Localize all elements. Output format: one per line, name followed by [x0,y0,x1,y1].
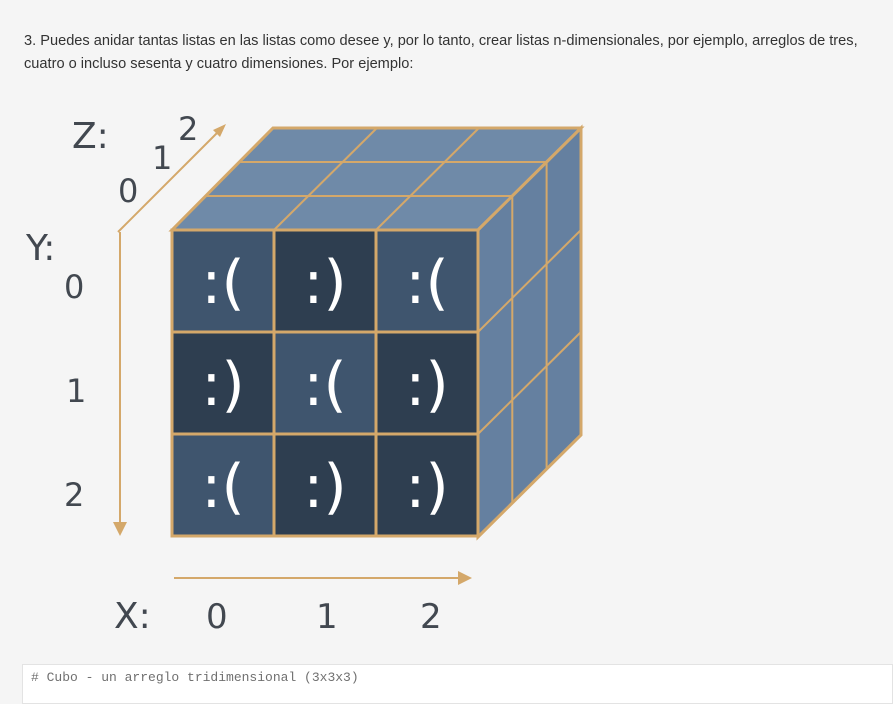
cell-face-text: :( [405,248,449,318]
cell-face-text: :( [201,452,245,522]
z-tick-2: 2 [178,110,198,148]
z-tick-0: 0 [118,172,138,210]
code-comment-line: # Cubo - un arreglo tridimensional (3x3x… [31,670,359,685]
y-axis-arrowhead [113,522,127,536]
cube-cell [374,432,480,538]
z-axis-arrowhead [213,124,226,137]
cell-face-text: :) [405,350,449,420]
top-column-line [375,127,480,231]
x-tick-1: 1 [316,597,338,637]
y-axis-label: Y: [25,228,55,269]
cell-face-text: :( [201,248,245,318]
y-tick-1: 1 [66,372,86,410]
x-axis-arrowhead [458,571,472,585]
side-row-line [477,229,582,333]
z-axis-label: Z: [72,116,109,157]
top-column-line [273,127,378,231]
cell-face-text: :) [201,350,245,420]
z-tick-1: 1 [152,139,172,177]
cell-face-text: :( [303,350,347,420]
x-tick-2: 2 [420,597,442,637]
cube-cell [374,330,480,436]
side-row-line [477,331,582,435]
y-tick-2: 2 [64,476,84,514]
cell-face-text: :) [303,248,347,318]
cell-face-text: :) [303,452,347,522]
cell-face-text: :) [405,452,449,522]
x-tick-0: 0 [206,597,228,637]
instruction-paragraph: 3. Puedes anidar tantas listas en las li… [24,33,858,72]
code-block: # Cubo - un arreglo tridimensional (3x3x… [22,664,893,704]
x-axis-label: X: [114,596,151,637]
y-tick-0: 0 [64,268,84,306]
z-axis-line [117,127,223,233]
cube-cell [272,432,378,538]
cube-diagram: :(:):(:):(:):(:):) Z: 0 1 2 Y: 0 1 2 X: … [25,110,585,637]
